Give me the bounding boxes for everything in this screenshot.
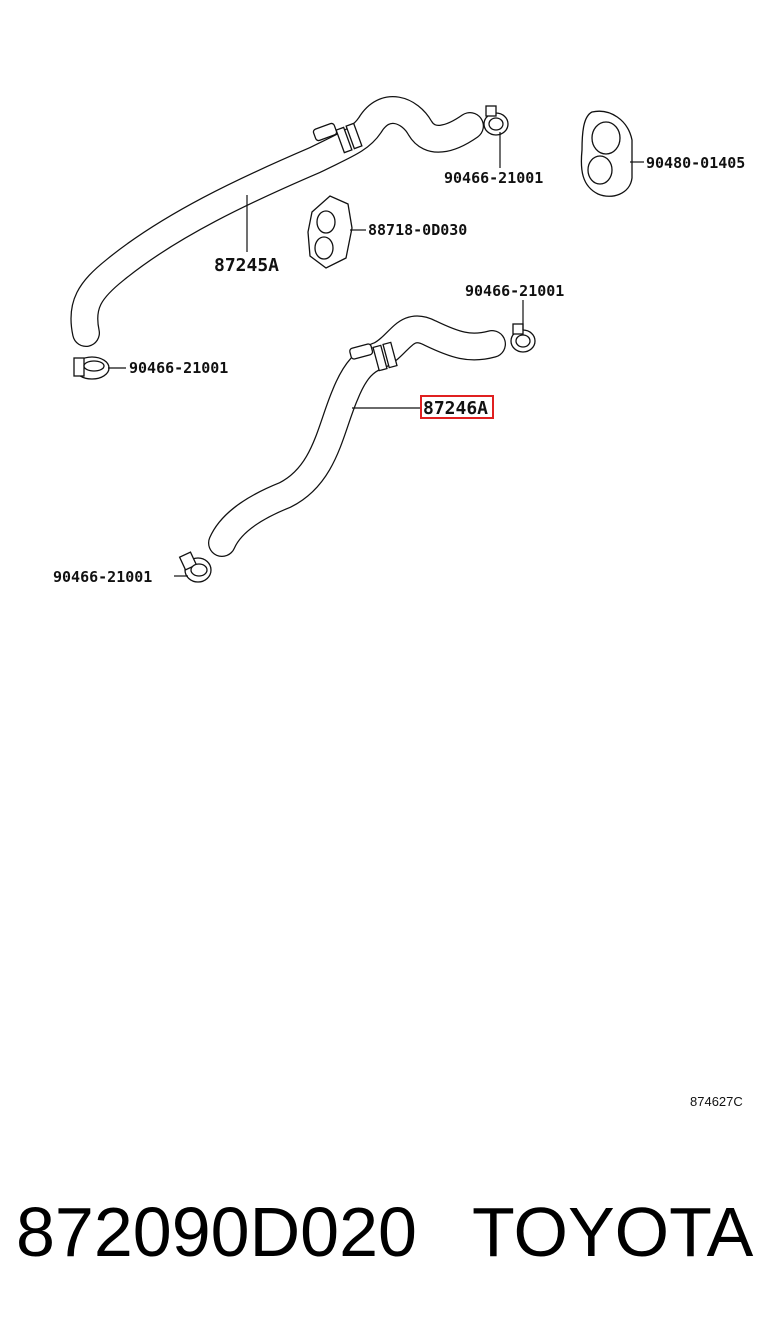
callout-clamp-mid-right[interactable]: 90466-21001 xyxy=(465,282,564,300)
callout-clamp-holder[interactable]: 88718-0D030 xyxy=(368,221,467,239)
grommet-icon xyxy=(580,110,633,197)
leader-lines xyxy=(108,132,644,577)
callout-hose-lower[interactable]: 87246A xyxy=(423,398,488,419)
callout-clamp-top-right[interactable]: 90466-21001 xyxy=(444,169,543,187)
highlight-box xyxy=(420,395,494,419)
figure-code: 874627C xyxy=(690,1094,743,1109)
callout-hose-upper[interactable]: 87245A xyxy=(214,255,279,276)
callout-clamp-lower-left[interactable]: 90466-21001 xyxy=(53,568,152,586)
lower-hose-fitting xyxy=(349,341,398,372)
clamp-upper-left-icon xyxy=(73,356,110,380)
clamp-holder-icon xyxy=(307,195,353,269)
callout-grommet[interactable]: 90480-01405 xyxy=(646,154,745,172)
footer-brand: TOYOTA xyxy=(472,1193,754,1271)
upper-hose xyxy=(70,96,484,347)
clamp-top-right-icon xyxy=(483,105,509,136)
clamp-mid-right-icon xyxy=(510,323,536,353)
callout-clamp-upper-left[interactable]: 90466-21001 xyxy=(129,359,228,377)
upper-hose-fitting xyxy=(312,122,363,154)
footer-part-number: 872090D020 xyxy=(16,1193,417,1271)
lower-hose xyxy=(208,315,506,557)
clamp-lower-left-icon xyxy=(178,551,212,583)
